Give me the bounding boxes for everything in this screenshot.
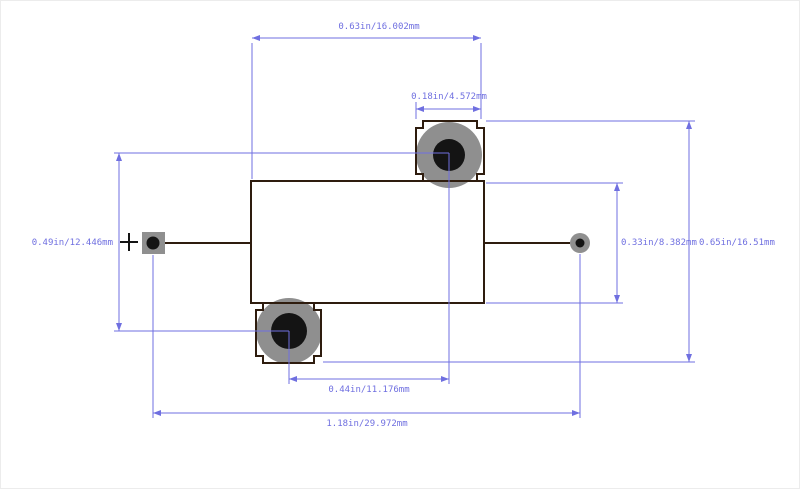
- dimension-pad-width: 0.18in/4.572mm: [411, 92, 487, 112]
- arrow-down-icon: [116, 323, 122, 331]
- arrow-left-icon: [416, 106, 424, 112]
- dimension-pad-spacing: 0.44in/11.176mm: [289, 376, 449, 395]
- arrow-left-icon: [252, 35, 260, 41]
- dimension-overall-height: 0.65in/16.51mm: [686, 121, 775, 362]
- dim-label-overall-height: 0.65in/16.51mm: [699, 238, 775, 248]
- arrow-up-icon: [686, 121, 692, 129]
- origin-crosshair-icon: [120, 233, 138, 251]
- dim-label-pad-width: 0.18in/4.572mm: [411, 92, 487, 102]
- dimension-top-width: 0.63in/16.002mm: [252, 22, 481, 41]
- arrow-right-icon: [572, 410, 580, 416]
- component-outline: [165, 120, 570, 364]
- pad-bottom-outline: [255, 302, 322, 364]
- dim-label-body-height: 0.33in/8.382mm: [621, 238, 697, 248]
- arrow-left-icon: [289, 376, 297, 382]
- dimension-body-height: 0.33in/8.382mm: [614, 183, 697, 303]
- extension-lines: [114, 43, 695, 418]
- dim-label-overall-width: 1.18in/29.972mm: [326, 419, 407, 429]
- dim-label-top-width: 0.63in/16.002mm: [338, 22, 419, 32]
- dimension-overall-width: 1.18in/29.972mm: [153, 410, 580, 429]
- dimension-left-height: 0.49in/12.446mm: [32, 153, 122, 331]
- dim-label-left-height: 0.49in/12.446mm: [32, 238, 113, 248]
- arrow-down-icon: [614, 295, 620, 303]
- hole-left: [146, 236, 160, 250]
- arrow-right-icon: [473, 35, 481, 41]
- arrow-right-icon: [441, 376, 449, 382]
- dim-label-pad-spacing: 0.44in/11.176mm: [328, 385, 409, 395]
- arrow-up-icon: [614, 183, 620, 191]
- hole-right: [575, 238, 585, 248]
- arrow-up-icon: [116, 153, 122, 161]
- pad-top-outline: [415, 120, 485, 182]
- arrow-down-icon: [686, 354, 692, 362]
- arrow-left-icon: [153, 410, 161, 416]
- arrow-right-icon: [473, 106, 481, 112]
